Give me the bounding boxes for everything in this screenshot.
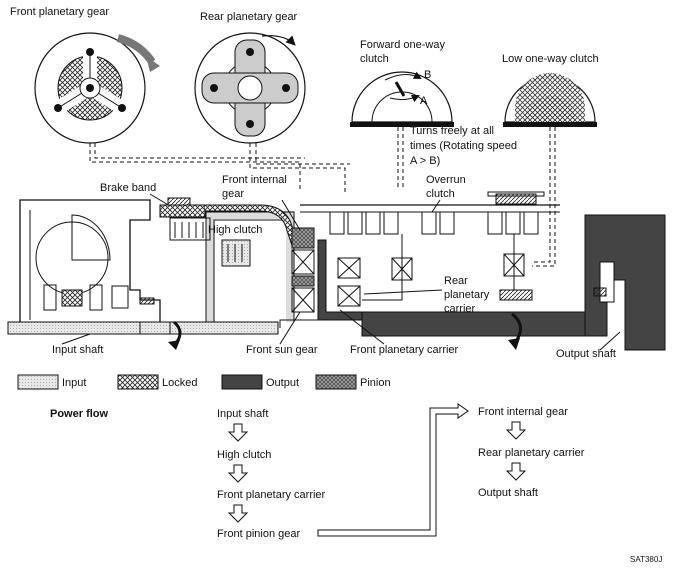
power-flow-left-column: Input shaft High clutch Front planetary … <box>217 408 326 540</box>
label-leaders <box>61 193 621 351</box>
power-flow-step: Input shaft <box>217 408 268 420</box>
transmission-cross-section <box>7 191 666 351</box>
power-flow-down-arrows-right <box>505 421 527 481</box>
legend-locked: Locked <box>162 377 197 389</box>
overrun-clutch-label-1: Overrun <box>426 174 466 186</box>
power-flow-step: Output shaft <box>478 487 538 499</box>
legend-pinion: Pinion <box>360 377 391 389</box>
front-planetary-gear-figure <box>34 32 160 144</box>
power-flow-title: Power flow <box>50 408 109 420</box>
power-flow-step: Front pinion gear <box>217 528 300 540</box>
legend <box>17 374 357 390</box>
power-flow-connector-arrow <box>317 403 469 537</box>
forward-oneway-clutch-label-2: clutch <box>360 53 389 65</box>
rear-planetary-carrier-label-1: Rear <box>444 275 468 287</box>
power-flow-right-column: Front internal gear Rear planetary carri… <box>478 406 585 499</box>
arrow-b-label: B <box>424 69 431 81</box>
power-flow-step: Rear planetary carrier <box>478 447 585 459</box>
front-sun-gear-label: Front sun gear <box>246 344 318 356</box>
turns-freely-text-1: Turns freely at all <box>410 125 494 137</box>
front-internal-gear-label-2: gear <box>222 188 244 200</box>
input-shaft-label: Input shaft <box>52 344 103 356</box>
low-oneway-clutch-figure <box>503 73 597 127</box>
front-internal-gear-label-1b: Front internal <box>222 174 287 186</box>
turns-freely-text-3: A > B) <box>410 155 440 167</box>
rear-planetary-gear-label: Rear planetary gear <box>200 11 298 23</box>
low-oneway-clutch-label: Low one-way clutch <box>502 53 599 65</box>
forward-oneway-clutch-figure <box>350 71 454 127</box>
legend-output: Output <box>266 377 299 389</box>
front-planetary-gear-label: Front planetary gear <box>10 6 109 18</box>
dashed-connectors <box>89 127 556 267</box>
high-clutch-label: High clutch <box>208 224 262 236</box>
power-flow-step: Front planetary carrier <box>217 489 326 501</box>
overrun-clutch-label-2: clutch <box>426 188 455 200</box>
turns-freely-text-2: times (Rotating speed <box>410 140 517 152</box>
rear-planetary-carrier-label-3: carrier <box>444 303 476 315</box>
power-flow-step: High clutch <box>217 449 271 461</box>
figure-code: SAT380J <box>630 555 662 564</box>
power-flow-step: Front internal gear <box>478 406 568 418</box>
legend-input: Input <box>62 377 86 389</box>
power-flow-down-arrows-left <box>227 423 249 523</box>
front-planetary-carrier-label: Front planetary carrier <box>350 344 459 356</box>
forward-oneway-clutch-label-1: Forward one-way <box>360 39 445 51</box>
rear-planetary-carrier-label-2: planetary <box>444 289 490 301</box>
rear-planetary-gear-figure <box>194 32 306 144</box>
brake-band-label: Brake band <box>100 182 156 194</box>
output-shaft-label: Output shaft <box>556 348 616 360</box>
arrow-a-label: A <box>420 95 428 107</box>
